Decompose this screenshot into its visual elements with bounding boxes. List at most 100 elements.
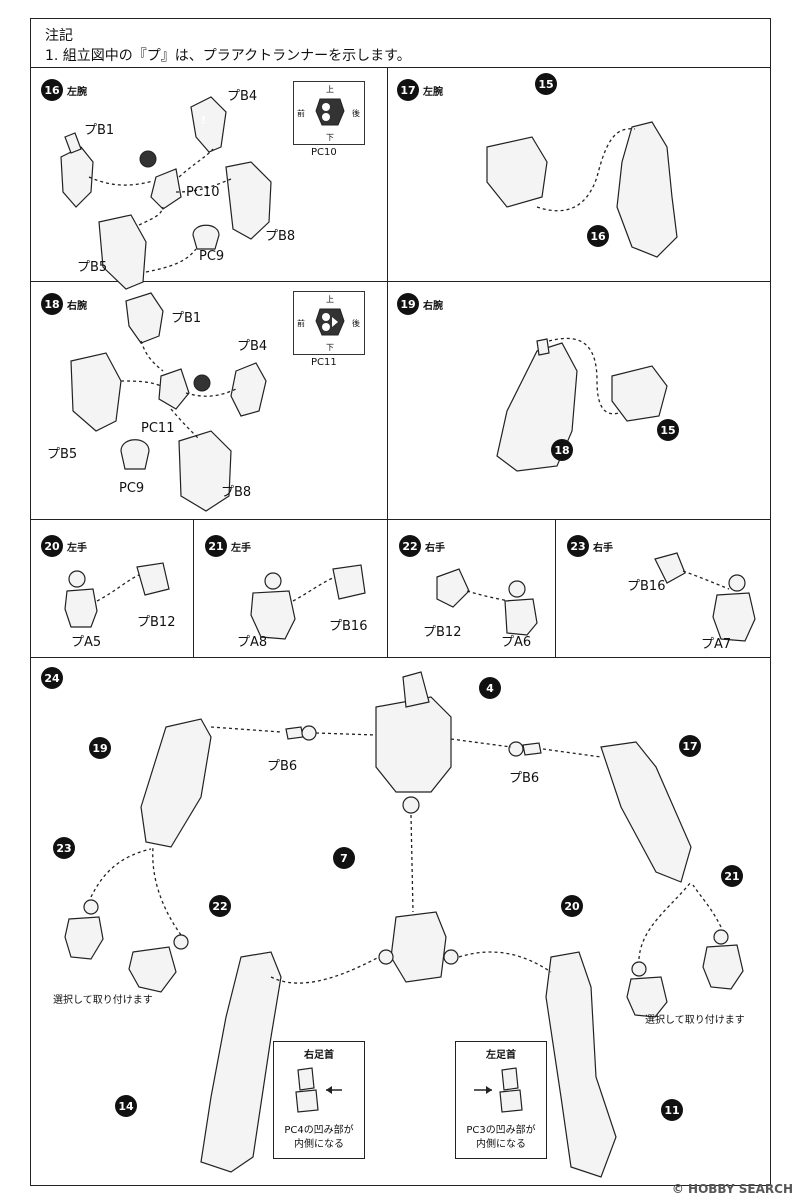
part-label-pA6: プA6 — [501, 635, 532, 650]
pc11-orientation-box: 上 下 前 後 — [293, 291, 365, 355]
step-20-header: 20 左手 — [41, 535, 87, 557]
part-label-pB16: プB16 — [329, 619, 368, 634]
right-ankle-caption-2: 内側になる — [294, 1139, 344, 1150]
part-label-pB8: プB8 — [221, 485, 252, 500]
part-label-pB16: プB16 — [627, 579, 666, 594]
step-23-diagram — [654, 552, 756, 642]
notes-title: 注記 — [45, 28, 73, 44]
step-22-header: 22 右手 — [399, 535, 445, 557]
warning-icon: ! — [147, 97, 153, 110]
step-23-header: 23 右手 — [567, 535, 613, 557]
step-17-diagram — [486, 121, 678, 258]
select-attach-note-right: 選択して取り付けます — [645, 1015, 745, 1026]
part-label-pc9: PC9 — [199, 249, 225, 264]
ref-badge-18: 18 — [551, 439, 573, 461]
step-18-header: 18 右腕 — [41, 293, 87, 315]
step-number: 20 — [41, 535, 63, 557]
divider — [555, 519, 556, 657]
step-label: 左手 — [231, 542, 251, 554]
dir-back: 後 — [352, 109, 360, 118]
dir-down: 下 — [326, 343, 334, 352]
pc10-box-label: PC10 — [311, 147, 337, 158]
step-21-header: 21 左手 — [205, 535, 251, 557]
left-ankle-caption-1: PC3の凹み部が — [466, 1125, 536, 1136]
part-label-pB1: プB1 — [171, 311, 202, 326]
dir-front: 前 — [297, 319, 305, 328]
instruction-page: 注記 1. 組立図中の『プ』は、プラアクトランナーを示します。 16 左腕 ! … — [30, 18, 771, 1186]
divider — [31, 281, 770, 282]
part-label-pB4: プB4 — [237, 339, 268, 354]
divider — [31, 67, 770, 68]
part-label-pc11: PC11 — [141, 421, 175, 436]
part-label-pA8: プA8 — [237, 635, 268, 650]
ref-badge-17: 17 — [679, 735, 701, 757]
part-label-pB6-right: プB6 — [509, 771, 540, 786]
ref-badge-15: 15 — [657, 419, 679, 441]
part-label-pB5: プB5 — [77, 260, 108, 275]
part-label-pB1: プB1 — [84, 123, 115, 138]
pc11-box-label: PC11 — [311, 357, 337, 368]
part-label-pB12: プB12 — [423, 625, 462, 640]
warning-icon: ! — [201, 114, 207, 127]
ref-badge-19: 19 — [89, 737, 111, 759]
ref-badge-11: 11 — [661, 1099, 683, 1121]
step-label: 左腕 — [423, 86, 443, 98]
step-number: 23 — [567, 535, 589, 557]
dir-up: 上 — [326, 295, 334, 304]
right-ankle-note: 右足首 PC4の凹み部が 内側になる — [273, 1041, 365, 1159]
step-number: 17 — [397, 79, 419, 101]
divider — [31, 519, 770, 520]
part-label-pB5: プB5 — [47, 447, 78, 462]
dir-front: 前 — [297, 109, 305, 118]
part-label-pc10: PC10 — [186, 185, 220, 200]
step-label: 右手 — [425, 542, 445, 554]
step-19-header: 19 右腕 — [397, 293, 443, 315]
step-number: 22 — [399, 535, 421, 557]
pc10-orientation-box: 上 下 前 後 — [293, 81, 365, 145]
step-number: 21 — [205, 535, 227, 557]
notes-line: 1. 組立図中の『プ』は、プラアクトランナーを示します。 — [45, 48, 411, 64]
part-label-pB8: プB8 — [265, 229, 296, 244]
part-label-pA7: プA7 — [701, 637, 732, 652]
ref-badge-14: 14 — [115, 1095, 137, 1117]
step-number: 19 — [397, 293, 419, 315]
ref-badge-4: 4 — [479, 677, 501, 699]
divider — [387, 67, 388, 519]
step-21-diagram — [250, 564, 366, 640]
step-17-header: 17 左腕 — [397, 79, 443, 101]
right-ankle-caption-1: PC4の凹み部が — [284, 1125, 354, 1136]
ref-badge-21: 21 — [721, 865, 743, 887]
part-label-pB6-left: プB6 — [267, 759, 298, 774]
ref-badge-15: 15 — [535, 73, 557, 95]
ref-badge-16: 16 — [587, 225, 609, 247]
step-18-diagram — [70, 292, 267, 512]
watermark: © HOBBY SEARCH — [671, 1182, 793, 1196]
step-label: 右手 — [593, 542, 613, 554]
step-number: 16 — [41, 79, 63, 101]
select-attach-note-left: 選択して取り付けます — [53, 995, 153, 1006]
part-label-pA5: プA5 — [71, 635, 102, 650]
divider — [387, 519, 388, 657]
ref-badge-22: 22 — [209, 895, 231, 917]
step-19-diagram — [496, 337, 668, 472]
left-ankle-title: 左足首 — [486, 1050, 516, 1061]
step-16-header: 16 左腕 — [41, 79, 87, 101]
part-label-pc9: PC9 — [119, 481, 145, 496]
step-number: 18 — [41, 293, 63, 315]
ref-badge-23: 23 — [53, 837, 75, 859]
part-label-pB12: プB12 — [137, 615, 176, 630]
step-24-diagram — [64, 671, 744, 1178]
step-20-diagram — [64, 562, 170, 628]
dir-up: 上 — [326, 85, 334, 94]
dir-down: 下 — [326, 133, 334, 142]
step-number: 24 — [41, 667, 63, 689]
ref-badge-20: 20 — [561, 895, 583, 917]
step-label: 右腕 — [423, 300, 443, 312]
step-24-header: 24 — [41, 667, 67, 689]
divider — [31, 657, 770, 658]
step-label: 右腕 — [67, 300, 87, 312]
part-label-pB4: プB4 — [227, 89, 258, 104]
right-ankle-title: 右足首 — [304, 1050, 334, 1061]
step-label: 左手 — [67, 542, 87, 554]
step-22-diagram — [436, 568, 538, 636]
